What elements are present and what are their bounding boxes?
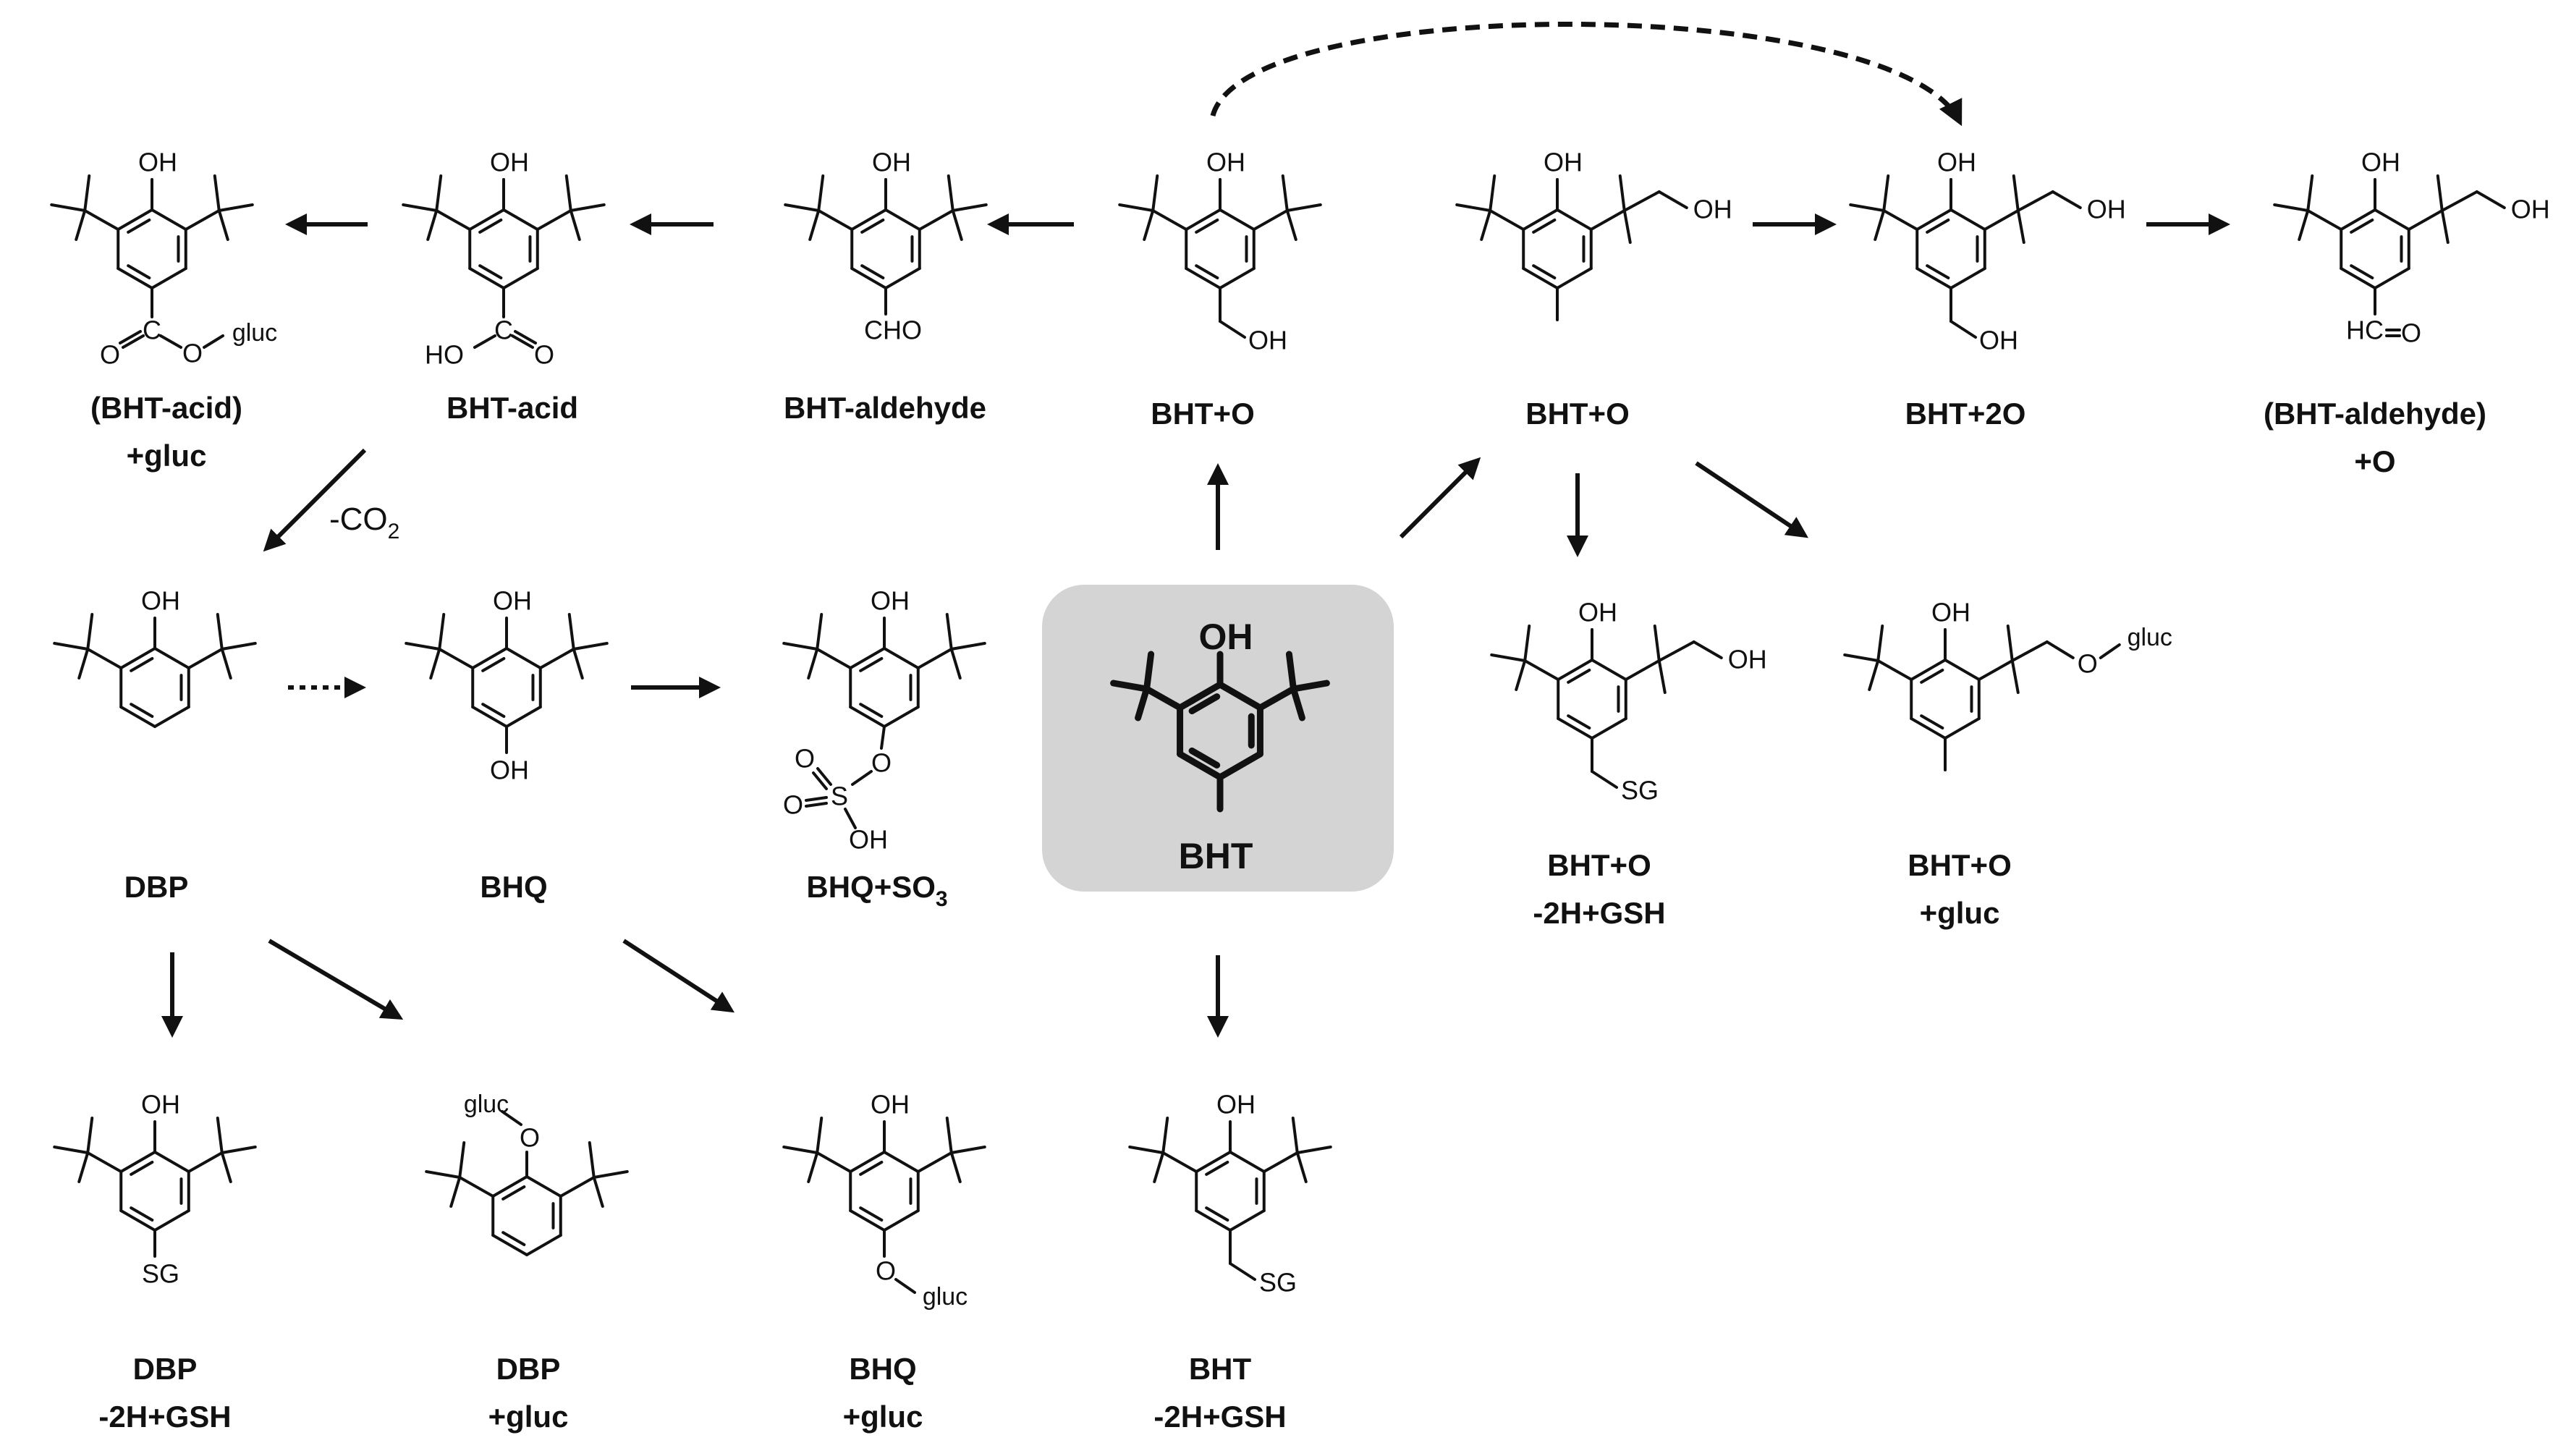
- structure-bht-o-tbu: OH OH: [1455, 148, 1732, 321]
- oxygen-label: O: [783, 790, 803, 820]
- compound-label-bht-aldehyde-o: (BHT-aldehyde): [2264, 397, 2486, 431]
- decarboxylation-label: -CO2: [329, 501, 399, 543]
- arrow-dbp-to-dbp-gluc: [268, 939, 404, 1020]
- hydroxyl-label: OH: [872, 148, 911, 177]
- structure-dbp: OH: [53, 586, 257, 728]
- hydroxyl-label: OH: [138, 148, 177, 177]
- gluc-label: gluc: [464, 1091, 509, 1118]
- oxygen-label: O: [876, 1256, 896, 1286]
- carbon-label: C: [494, 316, 513, 345]
- hc-label: HC: [2346, 316, 2384, 345]
- glutathione-label: SG: [1621, 776, 1659, 805]
- structure-bht-aldehyde: OH CHO: [784, 148, 988, 345]
- compound-label-bht-o-gsh: BHT+O: [1547, 848, 1651, 882]
- compound-label-bht-2o: BHT+2O: [1905, 397, 2026, 431]
- compound-label-bht-aldehyde: BHT-aldehyde: [784, 391, 986, 425]
- compound-label-bht-o-tbu: BHT+O: [1525, 397, 1630, 431]
- compound-label-dbp: DBP: [124, 870, 189, 904]
- arrow-acid-to-dbp: [263, 448, 367, 552]
- structure-bht-o-gsh: OH OH SG: [1490, 598, 1767, 805]
- compound-label-bhq: BHQ: [480, 870, 547, 904]
- structure-bht-2o: OH OH OH: [1849, 148, 2126, 355]
- hydroxyl-label: OH: [871, 1090, 910, 1119]
- bht-highlight-box: [1042, 585, 1394, 892]
- gluc-label: gluc: [2128, 624, 2172, 651]
- compound-label-bht-acid-gluc-2: +gluc: [127, 439, 207, 473]
- arrow-tbu-o-to-gluc: [1695, 461, 1808, 538]
- hydroxyl-label: OH: [1216, 1090, 1256, 1119]
- compound-label-bht-acid-gluc: (BHT-acid): [90, 391, 242, 425]
- compound-label-bhq-gluc-2: +gluc: [843, 1400, 923, 1434]
- hydroxyl-label: OH: [493, 586, 532, 616]
- compound-label-bhq-so3: BHQ+SO3: [806, 870, 947, 911]
- structure-bht-o-alcohol: OH OH: [1118, 148, 1322, 355]
- hydroxyl-label: OH: [141, 1090, 180, 1119]
- hydroxyl-label: OH: [1544, 148, 1583, 177]
- hydroxyl-label: OH: [1199, 617, 1253, 657]
- oxygen-label: O: [871, 748, 892, 778]
- hydroxyl-label: OH: [1693, 195, 1732, 224]
- structure-bht-aldehyde-o: OH OH HC O: [2273, 148, 2550, 348]
- compound-label-bht-gsh: BHT: [1189, 1352, 1252, 1386]
- hydroxyl-label: OH: [141, 586, 180, 616]
- hydroxyl-label: OH: [1937, 148, 1976, 177]
- hydroxyl-label: OH: [1728, 645, 1767, 674]
- hydroxyl-label: OH: [490, 148, 529, 177]
- compound-label-dbp-gsh-2: -2H+GSH: [98, 1400, 231, 1434]
- hydroxyl-label: OH: [2511, 195, 2550, 224]
- structure-bhq: OH OH: [405, 586, 609, 785]
- hydroxyl-label: HO: [425, 340, 464, 370]
- arrow-bhq-to-bhq-gluc: [622, 939, 735, 1013]
- hydroxyl-label: OH: [871, 586, 910, 616]
- compound-label-bht-o-gluc: BHT+O: [1908, 848, 2012, 882]
- oxygen-label: O: [182, 339, 203, 368]
- hydroxyl-label: OH: [1248, 326, 1287, 355]
- hydroxyl-label: OH: [1578, 598, 1617, 627]
- compound-label-dbp-gluc: DBP: [496, 1352, 561, 1386]
- hydroxyl-label: OH: [1979, 326, 2018, 355]
- glutathione-label: SG: [142, 1259, 179, 1289]
- oxygen-label: O: [2401, 318, 2421, 348]
- hydroxyl-label: OH: [1931, 598, 1970, 627]
- hydroxyl-label: OH: [2361, 148, 2400, 177]
- compound-label-bhq-gluc: BHQ: [849, 1352, 916, 1386]
- compound-label-bht-o-gsh-2: -2H+GSH: [1533, 896, 1665, 930]
- compound-label-bht-acid: BHT-acid: [446, 391, 578, 425]
- oxygen-label: O: [100, 340, 120, 370]
- gluc-label: gluc: [232, 319, 277, 347]
- aldehyde-label: CHO: [864, 316, 922, 345]
- carbon-label: C: [143, 316, 161, 345]
- glutathione-label: SG: [1259, 1268, 1297, 1298]
- oxygen-label: O: [520, 1123, 540, 1153]
- structure-dbp-gsh: OH SG: [53, 1090, 257, 1289]
- hydroxyl-label: OH: [490, 755, 529, 785]
- oxygen-label: O: [795, 744, 815, 774]
- hydroxyl-label: OH: [849, 825, 888, 855]
- compound-label-dbp-gluc-2: +gluc: [488, 1400, 569, 1434]
- compound-label-bht-o-alcohol: BHT+O: [1151, 397, 1255, 431]
- hydroxyl-label: OH: [1206, 148, 1245, 177]
- structure-bht-gsh: OH SG: [1128, 1090, 1332, 1298]
- compound-label-dbp-gsh: DBP: [133, 1352, 198, 1386]
- compound-label-bht-gsh-2: -2H+GSH: [1153, 1400, 1286, 1434]
- sulfur-label: S: [831, 782, 848, 811]
- compound-label-bht-aldehyde-o-2: +O: [2354, 444, 2395, 478]
- dashed-curved-arrow: [1210, 22, 1963, 127]
- arrow-bht-to-tbu-o: [1399, 457, 1481, 539]
- gluc-label: gluc: [923, 1283, 968, 1311]
- compound-label-bht-center: BHT: [1179, 836, 1253, 876]
- structure-bht-acid: OH C HO O: [402, 148, 606, 370]
- oxygen-label: O: [2078, 649, 2098, 679]
- oxygen-label: O: [534, 340, 554, 370]
- compound-label-bht-o-gluc-2: +gluc: [1920, 896, 2000, 930]
- structure-bht-center: OH: [1110, 617, 1330, 813]
- hydroxyl-label: OH: [2087, 195, 2126, 224]
